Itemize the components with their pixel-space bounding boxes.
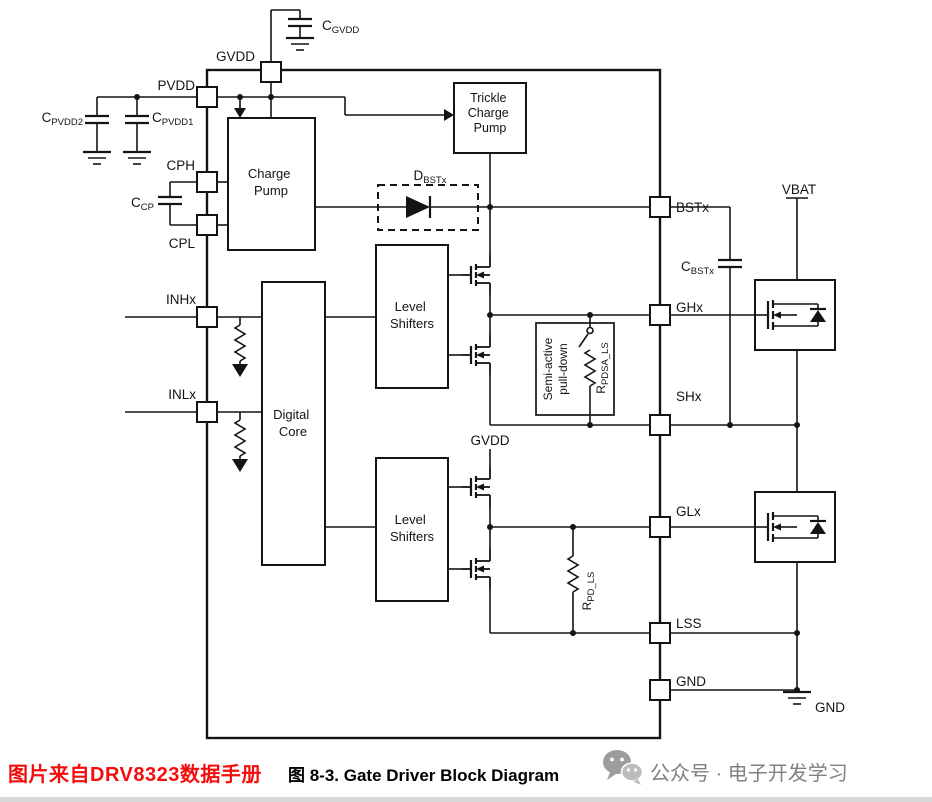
rpd-ls-label: RPD_LS	[580, 572, 597, 611]
pin-glx	[649, 516, 671, 538]
pin-gvdd	[260, 61, 282, 83]
charge-pump-block	[227, 117, 316, 251]
semi-active-pulldown-label-line2: pull-down	[556, 343, 570, 394]
hs-driver-rail	[448, 207, 650, 426]
cph-pin-label: CPH	[166, 158, 195, 173]
c-cp-label: CCP	[131, 195, 154, 213]
pin-pvdd	[196, 86, 218, 108]
rpd-ls-resistor	[566, 527, 580, 633]
c-gvdd-label: CGVDD	[322, 18, 359, 36]
ls-driver-rail	[448, 449, 650, 634]
bstx-pin-label: BSTx	[676, 200, 709, 215]
dbstx-diode	[315, 184, 650, 231]
ghx-pin-label: GHx	[676, 300, 703, 315]
glx-pin-label: GLx	[676, 504, 701, 519]
pin-ghx	[649, 304, 671, 326]
cgvdd-capacitor	[270, 9, 314, 62]
pvdd-pin-label: PVDD	[157, 78, 195, 93]
level-shifters-ls-label: Level Shifters	[390, 512, 435, 544]
gvdd-pin-label: GVDD	[216, 49, 255, 64]
level-shifters-hs-block	[375, 244, 449, 389]
level-shifters-ls-block	[375, 457, 449, 602]
pin-bstx	[649, 196, 671, 218]
junction-dots	[134, 94, 800, 693]
ls-sink-fet	[459, 547, 492, 591]
figure-caption: 图 8-3. Gate Driver Block Diagram	[288, 766, 560, 785]
c-pvdd2-label: CPVDD2	[42, 110, 83, 128]
digital-core-block	[261, 281, 326, 566]
wechat-icon	[603, 750, 644, 785]
pin-cph	[196, 171, 218, 193]
hs-source-fet	[459, 253, 492, 297]
bottom-border-strip	[0, 797, 932, 802]
gnd-external-label: GND	[815, 700, 845, 715]
gnd-pin-label: GND	[676, 674, 706, 689]
image-source-note: 图片来自DRV8323数据手册	[8, 764, 262, 786]
ls-source-fet	[459, 465, 492, 509]
inhx-pulldown-resistor	[232, 317, 248, 377]
external-hs-mosfet	[755, 300, 826, 330]
level-shifters-hs-label: Level Shifters	[390, 299, 435, 331]
inlx-pin-label: INLx	[168, 387, 196, 402]
wechat-account-name: 公众号 · 电子开发学习	[650, 763, 848, 785]
lss-pin-label: LSS	[676, 616, 702, 631]
inhx-pin-label: INHx	[166, 292, 196, 307]
external-ls-mosfet	[755, 512, 826, 542]
rpdsa-ls-label: RPDSA_LS	[594, 342, 611, 393]
inlx-pulldown-resistor	[232, 412, 248, 472]
pin-inlx	[196, 401, 218, 423]
hs-sink-fet	[459, 333, 492, 377]
cbstx-capacitor	[670, 206, 742, 425]
gvdd-internal-label: GVDD	[470, 433, 509, 448]
charge-pump-label: Charge Pump	[248, 166, 294, 198]
input-wiring	[125, 316, 376, 528]
vbat-label: VBAT	[782, 182, 816, 197]
pin-cpl	[196, 214, 218, 236]
gate-driver-block-diagram: CGVDD CPVDD2 CPVDD1 CCP	[42, 9, 845, 740]
pvdd-external-caps	[83, 96, 197, 165]
semi-active-pulldown-label-line1: Semi-active	[541, 337, 555, 400]
shx-pin-label: SHx	[676, 389, 702, 404]
c-bstx-label: CBSTx	[681, 259, 714, 277]
d-bstx-label: DBSTx	[414, 168, 447, 186]
pin-inhx	[196, 306, 218, 328]
c-pvdd1-label: CPVDD1	[152, 110, 193, 128]
ccp-capacitor	[158, 181, 197, 226]
pin-lss	[649, 622, 671, 644]
digital-core-label: Digital Core	[273, 407, 313, 439]
pin-shx	[649, 414, 671, 436]
cpl-pin-label: CPL	[169, 236, 196, 251]
ground-symbol-external	[783, 690, 811, 705]
pin-gnd	[649, 679, 671, 701]
trickle-charge-pump-label: Trickle Charge Pump	[468, 91, 512, 135]
semi-active-pulldown-block	[535, 322, 615, 416]
